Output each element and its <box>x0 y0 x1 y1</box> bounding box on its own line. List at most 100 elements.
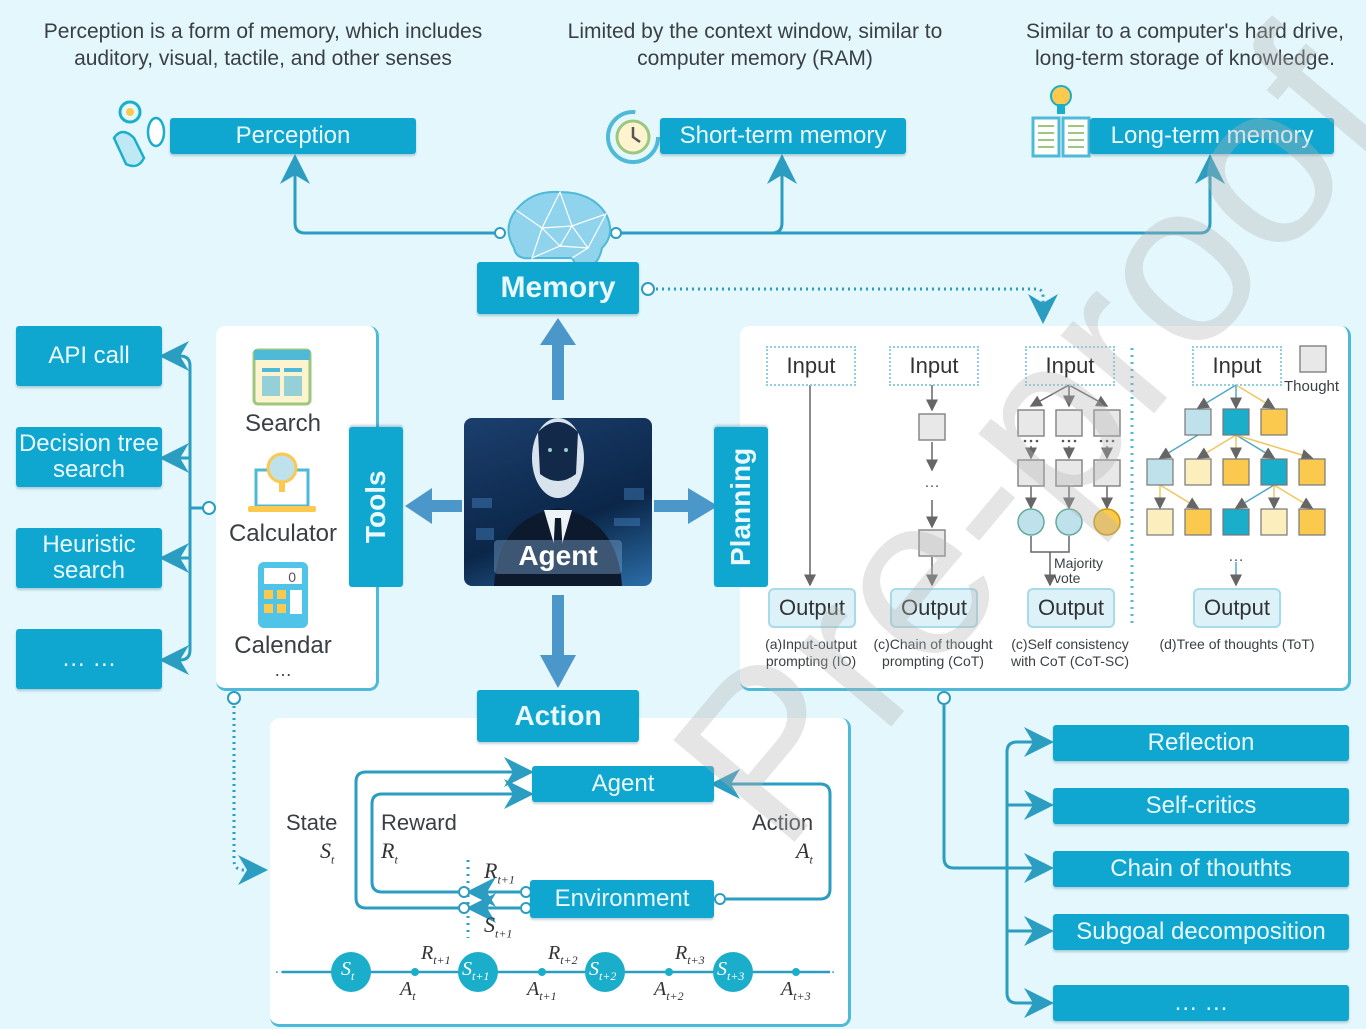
rl-agent-box: Agent <box>532 766 714 802</box>
seq-reward-label-t2: Rt+2 <box>548 942 578 967</box>
seq-reward-label-t3: Rt+3 <box>675 942 705 967</box>
tot-node-2-3 <box>1222 458 1250 486</box>
sc-thought-3a <box>1093 409 1121 437</box>
tool-method-more: … … <box>16 629 162 689</box>
sc-thought-1b <box>1017 459 1045 487</box>
seq-action-dot-t2 <box>665 968 673 976</box>
io-caption: (a)Input-output prompting (IO) <box>765 636 857 669</box>
perception-box: Perception <box>170 118 416 154</box>
state-label: State <box>286 810 338 835</box>
tot-node-1-2 <box>1222 408 1250 436</box>
tot-node-2-4 <box>1260 458 1288 486</box>
reflection-method-subgoal-decomposition: Subgoal decomposition <box>1053 914 1349 950</box>
seq-state-label-t3: St+3 <box>717 958 745 983</box>
tool-more-label: … <box>274 660 292 680</box>
tot-output: Output <box>1193 588 1281 628</box>
tot-node-3-2 <box>1184 508 1212 536</box>
io-input: Input <box>766 346 856 386</box>
action-box: Action <box>477 690 639 742</box>
sc-output: Output <box>1027 588 1115 628</box>
tot-node-2-1 <box>1146 458 1174 486</box>
tool-calculator-label: Calculator <box>228 520 338 547</box>
rl-environment-box: Environment <box>530 880 714 918</box>
tot-node-2-2 <box>1184 458 1212 486</box>
sc-answer-3 <box>1093 508 1121 536</box>
tot-node-3-3 <box>1222 508 1250 536</box>
arrow-down-action <box>540 595 576 688</box>
seq-state-t2 <box>585 952 625 992</box>
tool-method-api-call: API call <box>16 326 162 386</box>
arrow-right-planning <box>654 488 718 524</box>
reward-next-symbol: Rt+1 <box>484 858 515 887</box>
agent-image: Agent <box>464 418 652 586</box>
tot-node-3-4 <box>1260 508 1288 536</box>
tools-to-action-dotted <box>232 706 268 885</box>
sc-thought-2a <box>1055 409 1083 437</box>
calendar-calculator-icon: 0 <box>256 560 310 630</box>
sc-input: Input <box>1025 346 1115 386</box>
clock-icon <box>604 108 662 166</box>
majority-vote-label: Majority vote <box>1054 555 1104 586</box>
memory-box: Memory <box>477 262 639 314</box>
seq-ellipsis-right: … <box>820 960 836 977</box>
seq-action-dot-t3 <box>792 968 800 976</box>
sc-caption: (c)Self consistency with CoT (CoT-SC) <box>1011 636 1129 669</box>
seq-action-label-t3: At+3 <box>781 978 811 1003</box>
seq-action-label-t: At <box>400 978 416 1003</box>
reward-label: Reward <box>381 810 457 835</box>
tool-method-heuristic-search: Heuristic search <box>16 528 162 588</box>
legend-thought-box <box>1299 345 1327 373</box>
reflection-method-more: … … <box>1053 985 1349 1021</box>
search-calendar-icon <box>250 340 314 408</box>
memory-to-ltm-line <box>616 154 1225 235</box>
reflection-method-self-critics: Self-critics <box>1053 788 1349 824</box>
state-symbol: St <box>320 838 335 867</box>
action-symbol: At <box>796 838 813 867</box>
cot-input: Input <box>889 346 979 386</box>
tot-input: Input <box>1192 346 1282 386</box>
long-term-memory-box: Long-term memory <box>1090 118 1334 154</box>
reward-symbol: Rt <box>381 838 398 867</box>
seq-state-t3 <box>713 952 753 992</box>
reflection-method-reflection: Reflection <box>1053 725 1349 761</box>
perception-senses-icon <box>108 98 172 172</box>
sc-answer-2 <box>1055 508 1083 536</box>
book-lightbulb-icon <box>1030 80 1092 160</box>
svg-text:0: 0 <box>288 569 296 585</box>
memory-to-perception-line <box>280 154 500 235</box>
perception-caption: Perception is a form of memory, which in… <box>43 20 483 70</box>
seq-state-label-t: St <box>341 958 355 983</box>
legend-thought-label: Thought <box>1284 378 1340 395</box>
arrow-up-memory <box>540 318 576 400</box>
tot-node-1-1 <box>1184 408 1212 436</box>
seq-action-label-t2: At+2 <box>654 978 684 1003</box>
cot-output: Output <box>890 588 978 628</box>
short-term-caption: Limited by the context window, similar t… <box>567 20 943 70</box>
agent-label: Agent <box>518 540 598 571</box>
seq-state-t <box>331 952 371 992</box>
tot-node-1-3 <box>1260 408 1288 436</box>
cot-caption: (c)Chain of thought prompting (CoT) <box>873 636 993 669</box>
tot-node-3-1 <box>1146 508 1174 536</box>
tot-node-3-5 <box>1298 508 1326 536</box>
sc-thought-2b <box>1055 459 1083 487</box>
sc-answer-1 <box>1017 508 1045 536</box>
tot-ellipsis: … <box>1228 548 1244 565</box>
arrow-left-tools <box>405 488 462 524</box>
long-term-caption: Similar to a computer's hard drive, long… <box>1026 20 1344 70</box>
seq-reward-label-t1: Rt+1 <box>421 942 451 967</box>
io-output: Output <box>768 588 856 628</box>
brain-icon <box>502 188 614 276</box>
seq-state-label-t2: St+2 <box>589 958 617 983</box>
memory-to-planning-dotted <box>656 287 1058 324</box>
reflection-method-chain-of-thoughts: Chain of thouthts <box>1053 851 1349 887</box>
state-next-symbol: St+1 <box>484 912 513 941</box>
cot-ellipsis: … <box>924 474 940 491</box>
sc-thought-3b <box>1093 459 1121 487</box>
cot-thought-2 <box>918 529 946 557</box>
cot-thought-1 <box>918 413 946 441</box>
tool-calendar-label: Calendar <box>234 632 332 659</box>
